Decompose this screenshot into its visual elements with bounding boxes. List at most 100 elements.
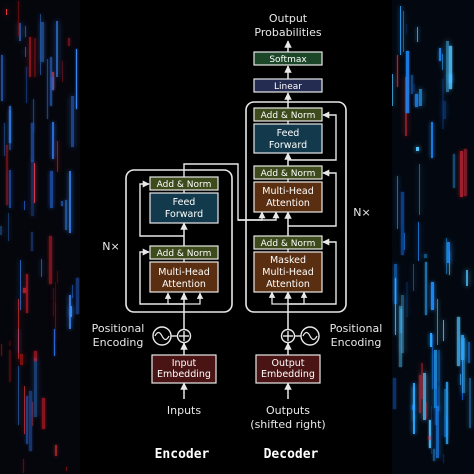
decorative-light-streak [446,41,449,92]
left-decorative-panel [0,0,80,474]
decorative-light-streak [415,94,418,107]
decorative-light-streak [429,420,431,448]
decorative-light-streak [42,398,45,429]
decorative-light-streak [457,317,460,366]
decorative-light-streak [61,201,63,206]
decorative-light-streak [0,226,2,235]
encoder-repeat-label: N× [102,240,119,253]
decorative-light-streak [49,236,52,284]
decorative-light-streak [9,106,11,143]
input-embedding-line-2: Embedding [157,369,211,380]
decorative-light-streak [444,417,447,437]
encoder-add-norm-2-label: Add & Norm [157,180,212,190]
decorative-light-streak [431,406,432,454]
decorative-light-streak [23,288,26,293]
decorative-light-streak [460,151,463,197]
decorative-light-streak [443,101,446,119]
encoder-to-decoder-arrow-2 [238,211,280,221]
decoder-ff-line-1: Feed [277,128,300,139]
decorative-light-streak [41,22,44,62]
decoder-add-norm-2-label: Add & Norm [261,169,316,179]
decorative-light-streak [400,6,401,55]
decorative-light-streak [439,48,441,61]
output-probabilities-line-1: Output [269,12,308,25]
decorative-light-streak [69,171,71,233]
decoder-sine-wave [302,331,318,341]
decorative-light-streak [54,329,55,356]
decoder-add-norm-3-label: Add & Norm [261,111,316,121]
inputs-label: Inputs [167,404,201,417]
decorative-light-streak [468,342,470,363]
decorative-light-streak [446,382,448,444]
decorative-light-streak [442,54,443,70]
decorative-light-streak [40,14,41,75]
decorative-light-streak [23,459,24,473]
masked-attention-line-3: Attention [266,279,310,290]
decorative-light-streak [68,38,70,46]
decoder-masked-attention-box [253,251,323,293]
decorative-light-streak [62,61,63,82]
decorative-light-streak [19,23,21,41]
outputs-label-line-2: (shifted right) [250,418,325,431]
decorative-light-streak [433,449,435,461]
encoder-attention-line-2: Attention [162,279,206,290]
decorative-light-streak [447,242,450,263]
decorative-light-streak [417,27,418,42]
decoder-stack-frame [245,101,347,313]
decorative-light-streak [466,270,468,286]
encoder-add-norm-1-label: Add & Norm [157,249,212,259]
decorative-light-streak [449,46,452,89]
decorative-light-streak [26,67,27,103]
encoder-qkv-arrow-right [184,292,204,305]
decoder-positional-label-2: Encoding [331,336,382,349]
decorative-light-streak [52,122,54,159]
decorative-light-streak [52,77,54,90]
cross-attention-line-2: Attention [266,198,310,209]
decorative-light-streak [20,354,23,365]
decorative-light-streak [76,49,77,109]
encoder-title: Encoder [155,447,210,462]
decorative-light-streak [69,295,71,329]
decorative-light-streak [18,299,19,359]
cross-attention-line-1: Multi-Head [262,186,314,197]
decorative-light-streak [393,378,396,409]
decorative-light-streak [436,406,439,458]
decorative-light-streak [71,96,74,147]
decorative-light-streak [34,38,36,77]
decorative-light-streak [70,306,72,317]
decorative-light-streak [469,378,471,428]
right-decorative-panel [392,0,474,474]
encoder-residual-2 [139,180,184,237]
decorative-light-streak [421,363,423,399]
decorative-light-streak [66,467,67,471]
decorative-light-streak [423,373,426,420]
decoder-repeat-label: N× [353,206,370,219]
encoder-positional-label-1: Positional [92,322,145,335]
decorative-light-streak [34,358,37,417]
decorative-light-streak [416,147,419,151]
decorative-light-streak [76,278,79,314]
decorative-light-streak [33,99,34,132]
decorative-light-streak [18,1,19,36]
decorative-light-streak [55,445,57,456]
decoder-add-norm-1-label: Add & Norm [261,239,316,249]
decorative-light-streak [9,341,11,346]
decorative-light-streak [6,9,7,15]
decorative-light-streak [434,350,437,408]
decorative-light-streak [25,47,26,57]
decorative-light-streak [397,55,398,87]
decorative-light-streak [413,383,415,434]
decorative-light-streak [397,176,398,229]
decorative-light-streak [47,59,48,119]
decorative-light-streak [72,285,73,298]
encoder-ff-line-2: Forward [165,209,203,220]
decorative-light-streak [406,24,407,34]
decorative-light-streak [18,366,19,425]
decorative-light-streak [430,333,432,347]
encoder-sine-wave [154,331,170,341]
decorative-light-streak [29,391,32,451]
encoder-attention-box [149,261,219,293]
decorative-light-streak [20,260,21,310]
decorative-light-streak [50,171,53,208]
